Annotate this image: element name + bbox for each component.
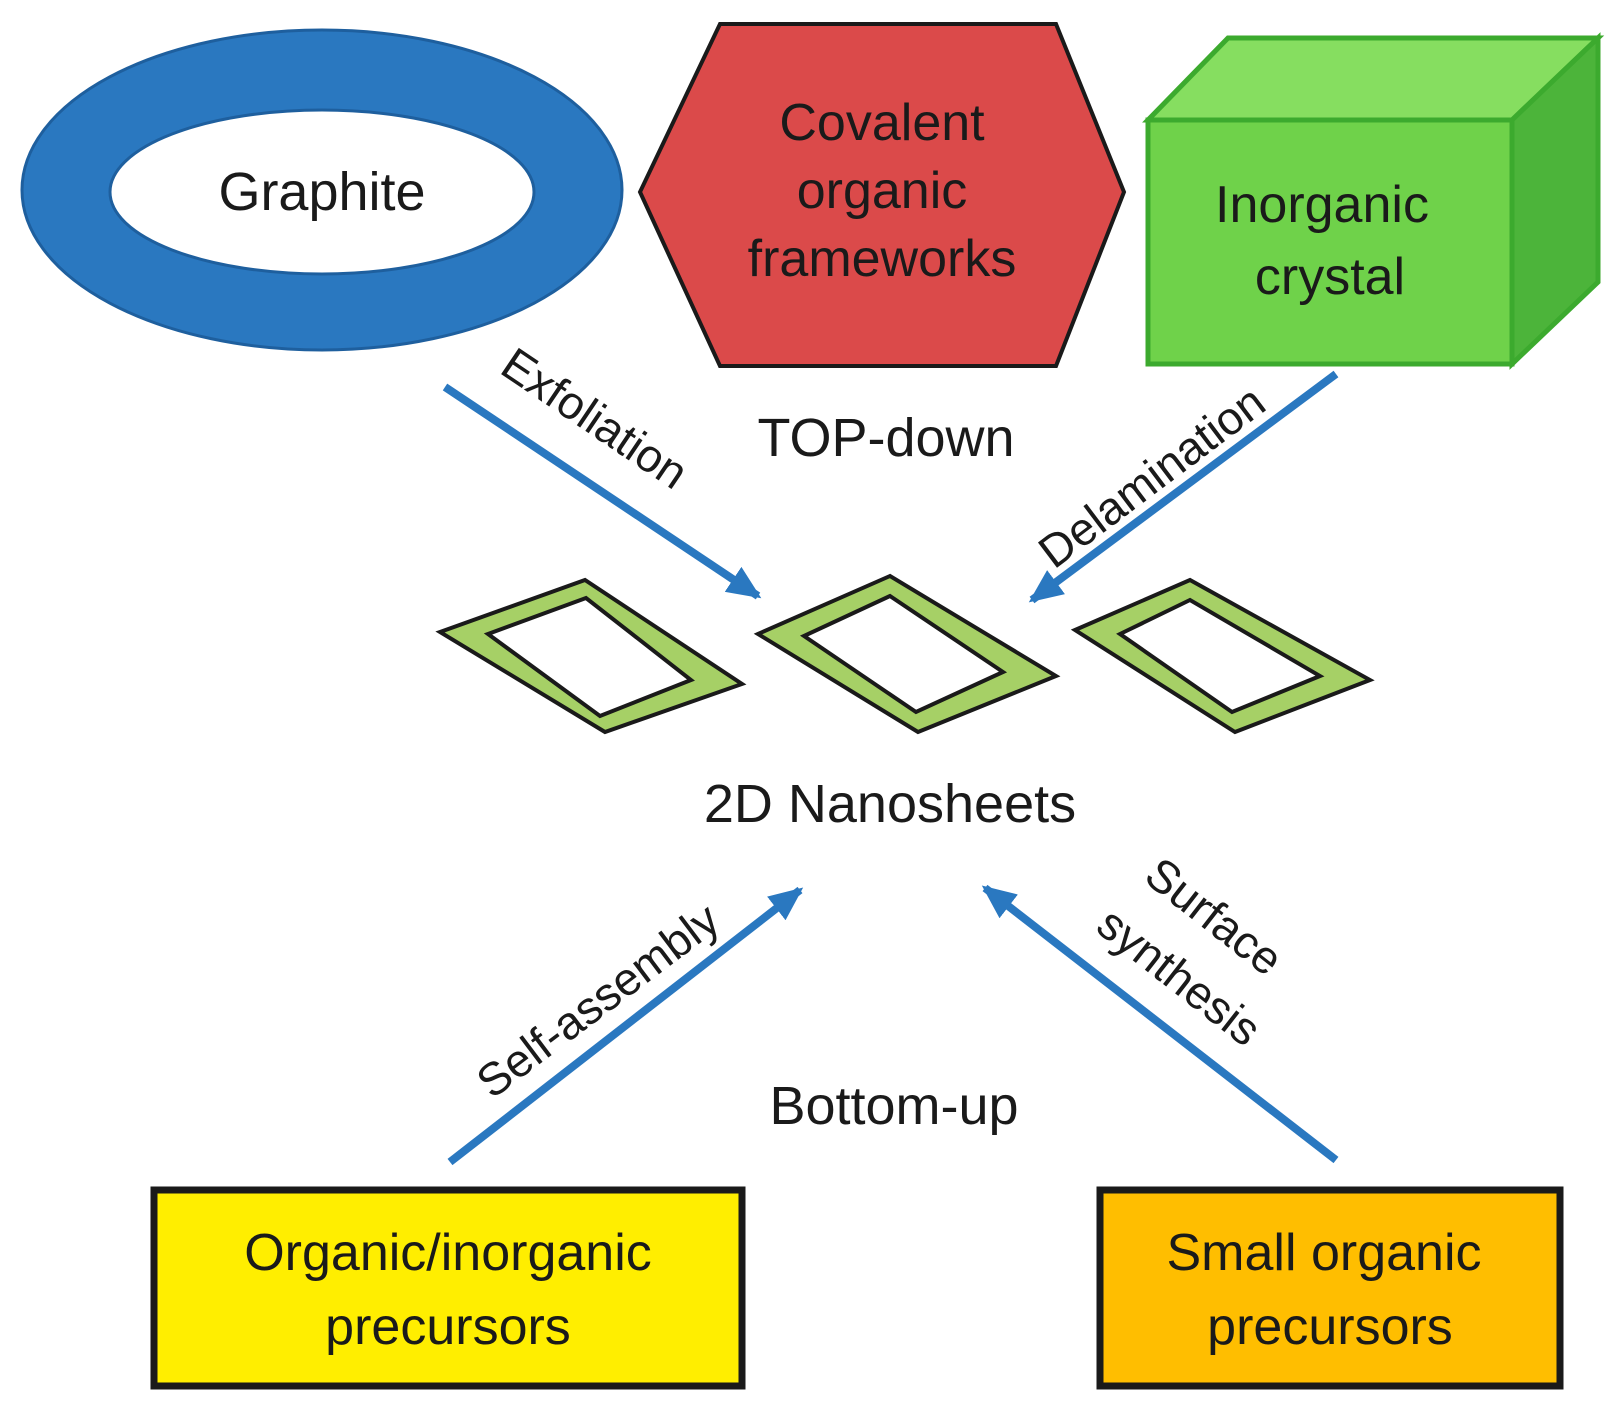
delamination-label: Delamination	[1029, 375, 1275, 578]
cof-label-line2: organic	[797, 162, 968, 220]
nanosheets-group	[435, 573, 1375, 735]
cof-label-line1: Covalent	[779, 94, 985, 152]
cube-front-face	[1145, 117, 1515, 367]
nanosheet-left	[435, 577, 747, 735]
exfoliation-label: Exfoliation	[492, 337, 697, 499]
organic-inorganic-precursors-node: Organic/inorganic precursors	[150, 1186, 746, 1390]
left-box-line1: Organic/inorganic	[244, 1224, 652, 1282]
graphite-ring-inner	[108, 108, 536, 276]
inorganic-crystal-node: Inorganic crystal	[1142, 32, 1605, 370]
delamination-arrow	[1028, 370, 1339, 604]
cof-node: Covalent organic frameworks	[637, 22, 1127, 368]
top-down-heading: TOP-down	[757, 408, 1014, 468]
cof-label-line3: frameworks	[748, 230, 1017, 288]
surface-synthesis-arrow	[981, 884, 1339, 1164]
yellow-box	[150, 1186, 746, 1390]
graphite-node: Graphite	[20, 28, 624, 352]
nanosheets-heading: 2D Nanosheets	[704, 774, 1076, 834]
right-box-line2: precursors	[1207, 1298, 1453, 1356]
exfoliation-arrow	[442, 383, 762, 600]
inorganic-label-line2: crystal	[1255, 248, 1405, 306]
graphite-label: Graphite	[218, 162, 425, 222]
orange-box	[1096, 1186, 1564, 1390]
left-box-line2: precursors	[325, 1298, 571, 1356]
cof-hexagon	[637, 22, 1127, 368]
small-organic-precursors-node: Small organic precursors	[1096, 1186, 1564, 1390]
self-assembly-label: Self-assembly	[467, 893, 729, 1108]
nanosheet-center	[753, 573, 1061, 735]
bottom-up-heading: Bottom-up	[769, 1076, 1018, 1136]
right-box-line1: Small organic	[1166, 1224, 1481, 1282]
self-assembly-arrow	[447, 886, 804, 1166]
nanosheet-right	[1070, 577, 1375, 735]
inorganic-label-line1: Inorganic	[1215, 176, 1429, 234]
